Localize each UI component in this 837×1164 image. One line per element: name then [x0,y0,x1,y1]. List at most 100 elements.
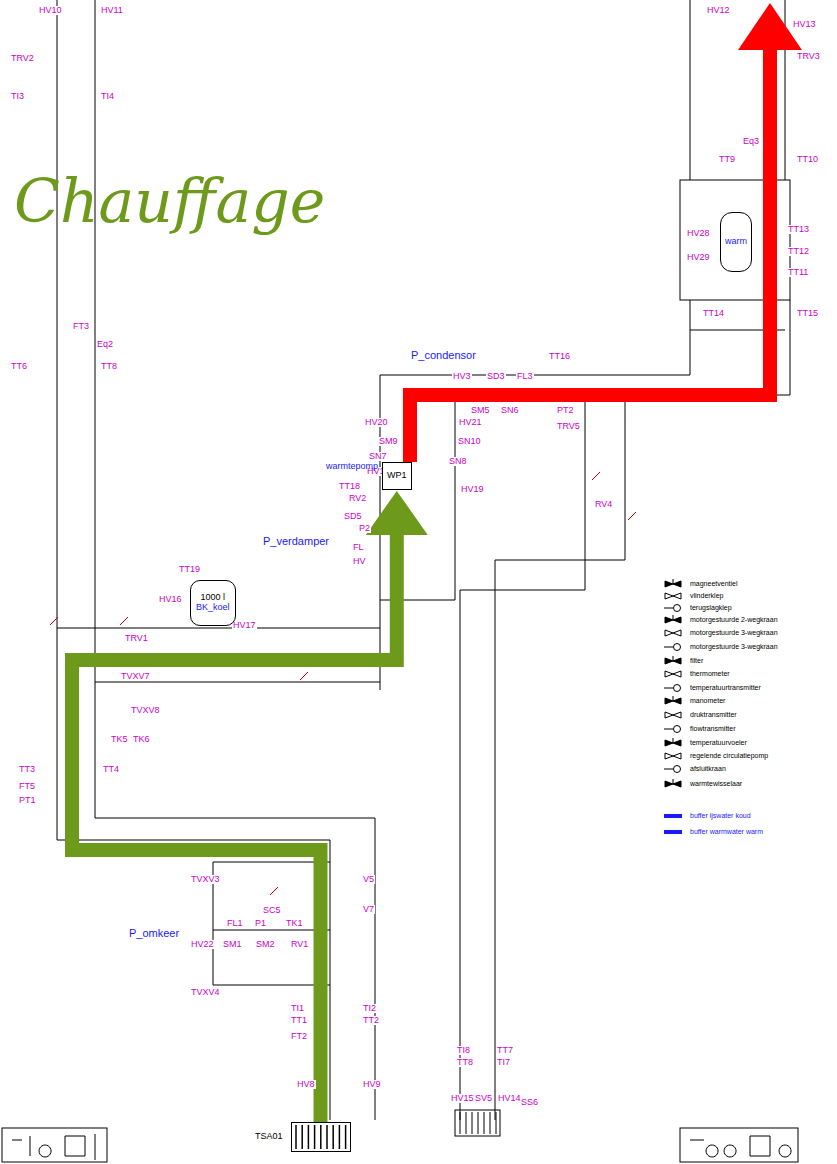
instrument-tag: TRV3 [796,52,821,61]
control-panel [680,1128,798,1162]
legend-text: motorgestuurde 2-wegkraan [690,616,778,623]
instrument-tag: PT1 [18,796,37,805]
legend-symbol [662,656,684,666]
instrument-tag: TT8 [456,1058,474,1067]
legend-symbol [662,738,684,748]
legend-text: temperatuurvoeler [690,739,747,746]
legend-glyph [665,630,681,636]
legend-text: buffer ijswater koud [690,812,751,819]
instrument-tag: SM5 [470,406,491,415]
instrument-tag: TI2 [362,1004,377,1013]
legend-glyph [665,656,681,664]
legend-symbol [662,591,684,601]
borehole-tube [344,1125,346,1149]
instrument-tag: TT9 [718,155,736,164]
instrument-tag: SD5 [343,512,363,521]
legend-glyph [674,726,681,733]
legend-symbol [662,724,684,734]
instrument-tag: TT14 [702,309,725,318]
borehole-tube [320,1125,322,1149]
node-name: warmtepomp [326,462,378,472]
legend-symbol [662,669,684,679]
instrument-tag: SN10 [457,437,482,446]
instrument-tag: FL [352,543,365,552]
instrument-tag: TRV2 [10,54,35,63]
instrument-tag: TI3 [10,92,25,101]
flow-line [72,533,397,1122]
instrument-tag: SM2 [255,940,276,949]
legend-glyph [664,729,673,730]
instrument-tag: TVXV8 [130,706,161,715]
legend-symbol [662,579,684,589]
instrument-tag: TVXV7 [120,672,151,681]
legend-text: temperatuurtransmitter [690,684,761,691]
instrument-tag: TT4 [102,765,120,774]
node-text: BK_koel [196,603,230,613]
borehole-tube [313,1125,315,1149]
legend-glyph [674,685,681,692]
arrowhead [366,491,428,535]
instrument-tag: HV13 [792,20,817,29]
instrument-tag: TT15 [796,309,819,318]
instrument-tag: TVXV4 [190,988,221,997]
instrument-tag: SN6 [500,406,520,415]
instrument-tag: HV11 [100,6,124,15]
legend-text: buffer warmwater warm [690,828,763,835]
instrument-tag: TT18 [338,482,361,491]
instrument-tag: TT3 [18,765,36,774]
instrument-tag: HV10 [38,6,63,15]
instrument-tag: TK1 [285,919,304,928]
legend-glyph [664,830,682,834]
pipe [460,400,585,1120]
instrument-tag: HV17 [232,621,257,630]
legend-glyph [664,814,682,818]
instrument-tag: SC5 [262,906,282,915]
instrument-tag: TK6 [132,735,151,744]
instrument-tag: P2 [358,524,371,533]
panel-symbols [690,1136,791,1157]
heat-pump-box: WP1 [382,462,412,490]
borehole-tube [326,1125,328,1149]
instrument-tag: PT2 [556,406,575,415]
circuit-name: P_condensor [410,350,477,361]
pipe [455,300,790,395]
instrument-tag: HV22 [190,940,215,949]
instrument-tag: HV16 [158,595,183,604]
instrument-tag: TT7 [496,1046,514,1055]
instrument-tag: HV15 [450,1094,475,1103]
instrument-tag: TI8 [456,1046,471,1055]
pipe [495,400,625,1120]
legend-symbol [662,811,684,821]
legend-text: manometer [690,697,725,704]
borehole-tube [295,1125,297,1149]
borehole-symbol [291,1122,351,1152]
instrument-tag: HV28 [686,229,711,238]
legend-symbol [662,683,684,693]
legend-symbol [662,642,684,652]
instrument-tag: TT8 [100,362,118,371]
instrument-tag: TI1 [290,1004,305,1013]
instrument-tag: SV5 [474,1094,493,1103]
legend-text: filter [690,657,703,664]
instrument-tag: HV29 [686,253,711,262]
legend-text: thermometer [690,670,730,677]
flow-arrow [72,491,428,1122]
instrument-tag: HV8 [296,1080,316,1089]
heat-pump: warmtepomp WP1 [326,462,412,490]
instrument-tag: TRV1 [124,634,149,643]
borehole-tube [332,1125,334,1149]
legend-text: druktransmitter [690,711,737,718]
pipe-tag-leader [50,472,636,895]
legend-text: motorgestuurde 3-wegkraan [690,643,778,650]
borehole-tube [338,1125,340,1149]
instrument-tag: FT2 [290,1032,308,1041]
instrument-tag: TT6 [10,362,28,371]
legend-glyph [674,605,681,612]
legend-glyph [665,712,681,718]
instrument-tag: SM1 [222,940,243,949]
instrument-tag: SD3 [486,372,506,381]
legend-symbol [662,603,684,613]
instrument-tag: TI4 [100,92,115,101]
borehole-field [455,1110,500,1136]
instrument-tag: HV [352,557,367,566]
